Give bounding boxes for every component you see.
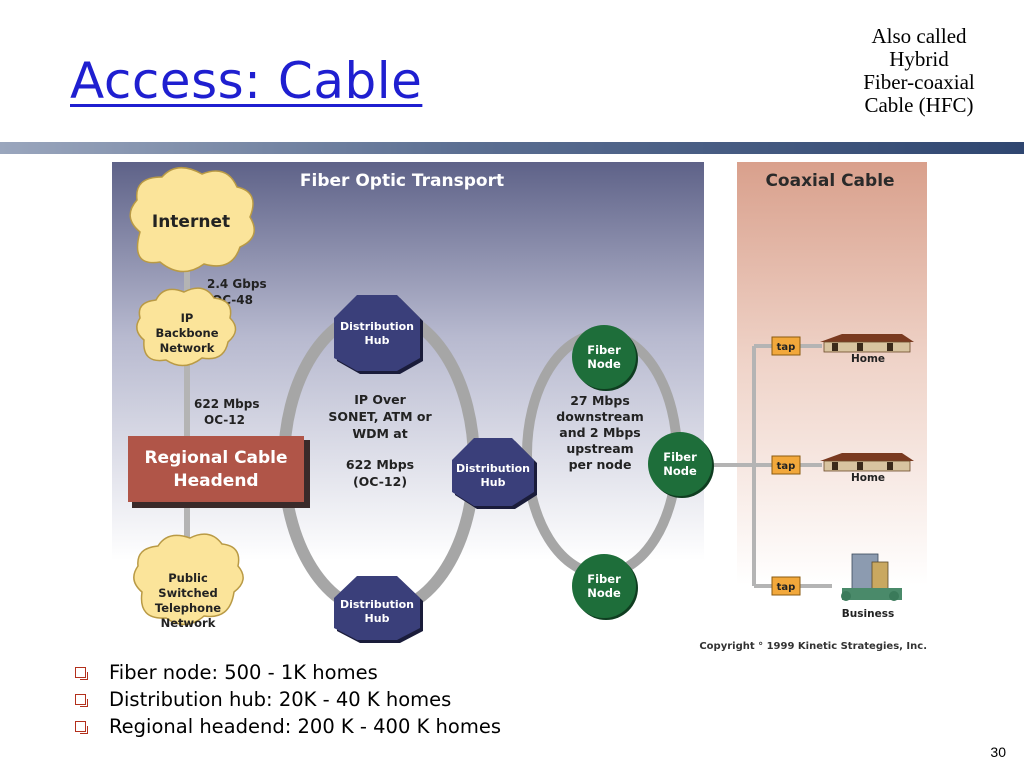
headend-label: Regional Cable	[144, 448, 287, 468]
headend-label: Headend	[173, 471, 258, 491]
fiber-node: Fiber Node	[572, 325, 638, 391]
ring2-text-line: and 2 Mbps	[559, 425, 640, 440]
business-label: Business	[842, 608, 894, 620]
hfc-diagram: Fiber Optic Transport Coaxial Cable Inte…	[112, 162, 927, 660]
ring2-text-line: upstream	[566, 441, 633, 456]
ring1-text-line: SONET, ATM or	[328, 409, 432, 424]
ring2-description: 27 Mbps downstream and 2 Mbps upstream p…	[556, 393, 644, 472]
pstn-label: Public	[168, 571, 208, 585]
distribution-hub: Distribution Hub	[334, 576, 423, 643]
fiber-node: Fiber Node	[572, 554, 638, 620]
internet-cloud: Internet	[129, 167, 255, 273]
checkbox-bullet-icon	[75, 694, 88, 707]
hub-label: Hub	[481, 476, 506, 489]
bullet-text: Distribution hub: 20K - 40 K homes	[109, 688, 452, 711]
ring1-description: IP Over SONET, ATM or WDM at 622 Mbps (O…	[328, 392, 432, 489]
tap-label: tap	[777, 461, 796, 472]
home-label: Home	[851, 472, 885, 484]
tap-box: tap	[771, 576, 801, 596]
fiber-node-label: Node	[663, 464, 697, 478]
internet-label: Internet	[152, 212, 230, 232]
fiber-node-label: Fiber	[663, 450, 697, 464]
coax-section-background	[737, 162, 927, 660]
ring1-text-line: 622 Mbps	[346, 457, 414, 472]
checkbox-bullet-icon	[75, 667, 88, 680]
copyright-text: Copyright ° 1999 Kinetic Strategies, Inc…	[699, 641, 927, 652]
slide-title: Access: Cable	[70, 52, 423, 110]
hfc-note-line: Hybrid	[889, 47, 949, 71]
fiber-section-title: Fiber Optic Transport	[300, 171, 504, 191]
tap-box: tap	[771, 455, 801, 475]
hfc-note: Also called Hybrid Fiber-coaxial Cable (…	[844, 25, 994, 117]
hfc-note-line: Fiber-coaxial	[863, 70, 975, 94]
bullet-item: Regional headend: 200 K - 400 K homes	[75, 713, 501, 740]
checkbox-bullet-icon	[75, 721, 88, 734]
ip-backbone-label: Network	[160, 341, 215, 355]
hub-label: Distribution	[456, 462, 530, 475]
hfc-note-line: Cable (HFC)	[864, 93, 974, 117]
home-label: Home	[851, 353, 885, 365]
bullet-item: Distribution hub: 20K - 40 K homes	[75, 686, 501, 713]
fiber-node-label: Fiber	[587, 343, 621, 357]
ring2-text-line: downstream	[556, 409, 644, 424]
hub-label: Hub	[365, 612, 390, 625]
tap-label: tap	[777, 342, 796, 353]
ring1-text-line: IP Over	[354, 392, 406, 407]
distribution-hub: Distribution Hub	[334, 295, 423, 374]
pstn-label: Network	[161, 616, 216, 630]
fiber-node: Fiber Node	[648, 432, 714, 498]
bullet-text: Regional headend: 200 K - 400 K homes	[109, 715, 501, 738]
link-speed-label: 2.4 Gbps	[207, 277, 267, 291]
fiber-node-label: Node	[587, 586, 621, 600]
ring2-text-line: per node	[569, 457, 632, 472]
bullet-text: Fiber node: 500 - 1K homes	[109, 661, 378, 684]
pstn-label: Switched	[158, 586, 217, 600]
ip-backbone-label: Backbone	[155, 326, 218, 340]
home-icon: Home	[820, 334, 914, 365]
hub-label: Distribution	[340, 320, 414, 333]
link-speed-label: 622 Mbps	[194, 397, 260, 411]
page-number: 30	[990, 744, 1006, 760]
pstn-cloud: Public Switched Telephone Network	[133, 533, 244, 630]
hub-label: Distribution	[340, 598, 414, 611]
coax-lines	[714, 344, 832, 588]
ring1-text-line: (OC-12)	[353, 474, 407, 489]
hub-label: Hub	[365, 334, 390, 347]
distribution-hub: Distribution Hub	[452, 438, 537, 509]
fiber-node-label: Fiber	[587, 572, 621, 586]
business-building-icon: Business	[841, 553, 902, 620]
tap-label: tap	[777, 582, 796, 593]
tap-box: tap	[771, 336, 801, 356]
ip-backbone-label: IP	[181, 311, 194, 325]
pstn-label: Telephone	[155, 601, 221, 615]
regional-headend-box: Regional Cable Headend	[128, 436, 310, 508]
coax-section-title: Coaxial Cable	[765, 171, 894, 191]
title-divider	[0, 142, 1024, 154]
hfc-note-line: Also called	[871, 24, 967, 48]
fiber-node-label: Node	[587, 357, 621, 371]
bullet-item: Fiber node: 500 - 1K homes	[75, 659, 501, 686]
home-icon: Home	[820, 453, 914, 484]
link-speed-label: OC-12	[204, 413, 245, 427]
ring2-text-line: 27 Mbps	[570, 393, 630, 408]
ring1-text-line: WDM at	[352, 426, 407, 441]
ip-backbone-cloud: IP Backbone Network	[136, 287, 237, 367]
bullet-list: Fiber node: 500 - 1K homes Distribution …	[75, 659, 501, 740]
